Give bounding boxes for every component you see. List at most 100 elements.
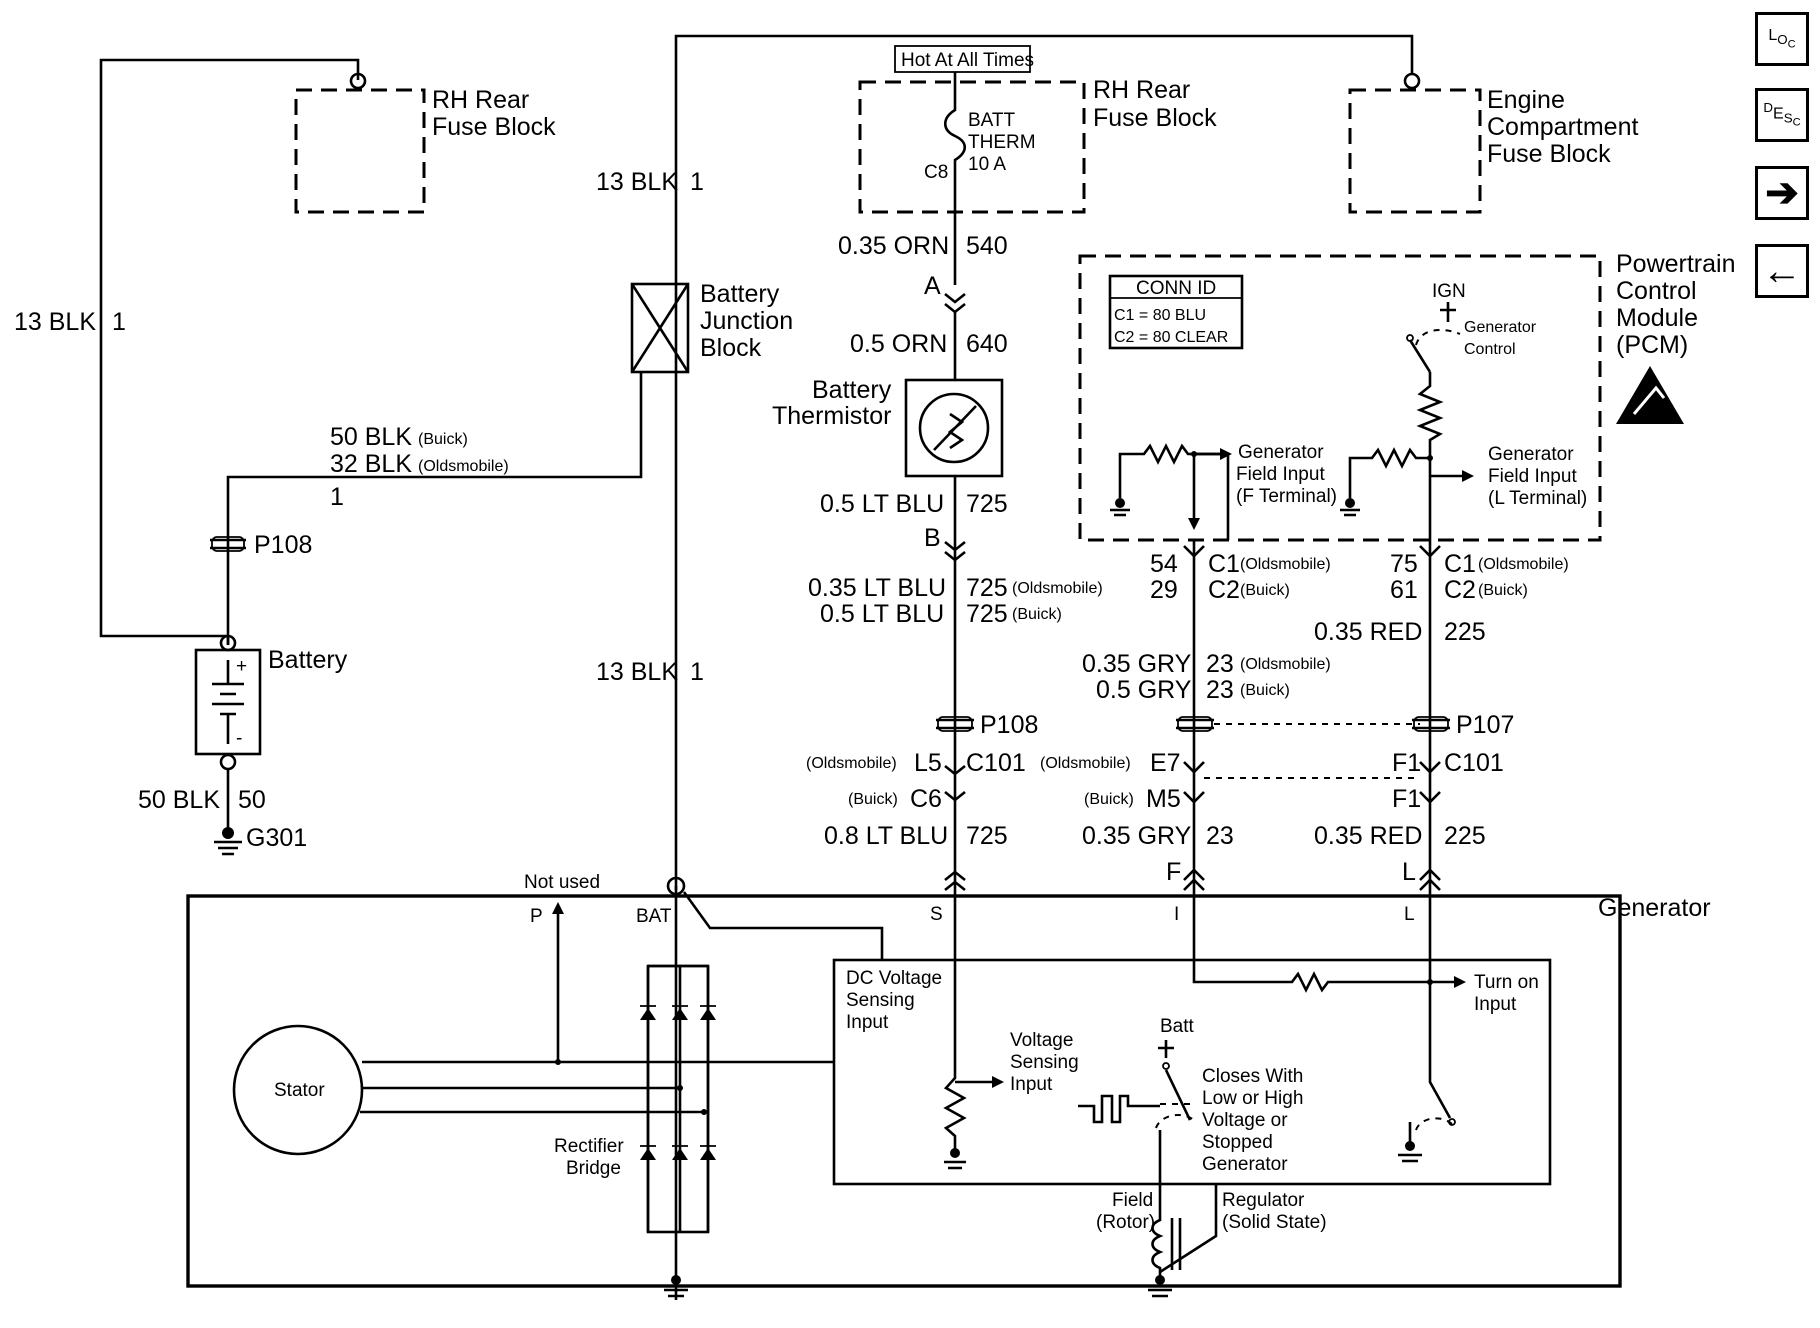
conn-id-c1: C1 = 80 BLU	[1114, 307, 1206, 324]
engine-fuse-line2: Compartment	[1487, 113, 1638, 141]
thermistor-icon	[918, 392, 990, 464]
batt-label: Batt	[1160, 1016, 1195, 1037]
connector-b-label: B	[924, 524, 941, 552]
field-f-line2: Field Input	[1236, 464, 1325, 485]
pin-54-variant: (Oldsmobile)	[1240, 556, 1331, 573]
wire-variant-buick: (Buick)	[418, 431, 468, 448]
c101-l-symbol	[1419, 761, 1441, 774]
field-ground-lines	[1148, 1288, 1172, 1298]
ign-terminal	[1440, 302, 1456, 318]
rh-rear-fuse-block-left	[294, 88, 426, 214]
terminal-bat-label: BAT	[636, 906, 672, 927]
next-button[interactable]: ➔	[1755, 166, 1809, 220]
wire-circuit-725-buick: 725	[966, 600, 1008, 628]
terminal-f-label: F	[1166, 858, 1181, 886]
terminal-p-label: P	[530, 906, 543, 927]
p108-mid-connector	[937, 716, 973, 732]
battery-junction-line1: Battery	[700, 280, 780, 308]
terminal-s-symbol	[944, 870, 966, 892]
regulator-box	[832, 958, 1552, 1186]
m5-label: M5	[1146, 785, 1181, 813]
wire-label-ltblu-08: 0.8 LT BLU	[824, 822, 948, 850]
field-f-line3: (F Terminal)	[1236, 486, 1337, 507]
hot-at-all-times-box	[894, 45, 1031, 73]
batt-terminal	[1158, 1040, 1174, 1058]
pcm-resistor-l-input	[1348, 447, 1430, 498]
pcm-line1: Powertrain	[1616, 250, 1736, 278]
conn-id-box	[1108, 274, 1244, 350]
generator-box	[186, 894, 1622, 1288]
battery-junction-line2: Junction	[700, 307, 793, 335]
p108-mid-lines	[936, 718, 974, 730]
battery-cells	[212, 660, 244, 744]
dc-sense-line2: Sensing	[846, 990, 915, 1011]
field-l-line1: Generator	[1488, 444, 1574, 465]
wire-left-13blk	[99, 58, 360, 645]
p108-mid-label: P108	[980, 711, 1038, 739]
c6-symbol	[944, 790, 966, 802]
desc-letter-s: S	[1783, 110, 1793, 126]
pin-61-conn: C2	[1444, 576, 1476, 604]
pin-75-variant: (Oldsmobile)	[1478, 556, 1569, 573]
pin-75-conn: C1	[1444, 550, 1476, 578]
prev-button[interactable]: ←	[1755, 244, 1809, 298]
terminal-rh-fuse-left	[349, 72, 367, 90]
not-used-label: Not used	[524, 872, 600, 893]
regulator-line1: Regulator	[1222, 1190, 1305, 1211]
e7-label: E7	[1150, 749, 1181, 777]
wire-label-left-13blk: 13 BLK	[14, 308, 96, 336]
wire-label-50blk: 50 BLK	[330, 423, 412, 451]
desc-text: DESC	[1763, 101, 1800, 129]
battery-minus-sign: -	[236, 728, 242, 749]
voltage-sense-ground-lines	[944, 1160, 966, 1170]
gen-control-line1: Generator	[1464, 319, 1537, 336]
desc-letter-d: D	[1763, 99, 1774, 115]
turn-on-arrow-icon	[1454, 976, 1466, 988]
wire-circuit-225-bottom: 225	[1444, 822, 1486, 850]
field-l-line3: (L Terminal)	[1488, 488, 1587, 509]
closes-line5: Generator	[1202, 1154, 1288, 1175]
pcm-line2: Control	[1616, 277, 1697, 305]
pin-75-label: 75	[1390, 550, 1418, 578]
l-ground-icon	[1405, 1141, 1415, 1151]
voltage-sense-arrow-icon	[992, 1076, 1004, 1088]
wire-circuit-640: 640	[966, 330, 1008, 358]
rectifier-diodes-bottom	[640, 1148, 716, 1160]
fuse-rating: 10 A	[968, 154, 1006, 175]
rectifier-line1: Rectifier	[554, 1136, 624, 1157]
l-switch-link	[1415, 1117, 1453, 1131]
l5-variant: (Oldsmobile)	[806, 755, 897, 772]
terminal-l-label: L	[1402, 858, 1416, 886]
voltage-sense-resistor	[943, 900, 967, 1150]
turn-on-line1: Turn on	[1474, 972, 1539, 993]
wire-label-gry-buick: 0.5 GRY	[1096, 676, 1192, 704]
terminal-l-symbol	[1419, 868, 1441, 891]
stator-node-3	[701, 1109, 707, 1115]
wire-label-32blk: 32 BLK	[330, 450, 412, 478]
loc-button[interactable]: LOC	[1755, 12, 1809, 66]
connector-a-symbol	[944, 292, 966, 314]
field-f-line1: Generator	[1238, 442, 1324, 463]
battery-label: Battery	[268, 646, 348, 674]
wire-label-mid-13blk-top: 13 BLK	[596, 168, 678, 196]
conn-id-title: CONN ID	[1136, 278, 1216, 299]
l-node	[1427, 455, 1433, 461]
wire-variant-23-buick: (Buick)	[1240, 682, 1290, 699]
pcm-resistor-l	[1416, 372, 1444, 540]
desc-button[interactable]: DESC	[1755, 88, 1809, 142]
regulator-switch	[1164, 1069, 1192, 1121]
terminal-l-inner-label: L	[1404, 904, 1415, 925]
arrow-left-icon: ←	[1762, 249, 1802, 293]
pin-29-conn: C2	[1208, 576, 1240, 604]
rh-rear-fuse-left-line2: Fuse Block	[432, 113, 556, 141]
rh-rear-fuse-block-mid	[858, 80, 1086, 214]
wire-circuit-540: 540	[966, 232, 1008, 260]
p107-label: P107	[1456, 711, 1514, 739]
regulator-switch-link	[1155, 1113, 1195, 1129]
p107-l-connector	[1413, 716, 1449, 732]
engine-fuse-block	[1348, 88, 1482, 214]
pcm-ground-l-icon	[1345, 498, 1355, 508]
c6-label: C6	[910, 785, 942, 813]
closes-line1: Closes With	[1202, 1066, 1303, 1087]
terminal-s-label: S	[930, 904, 943, 925]
